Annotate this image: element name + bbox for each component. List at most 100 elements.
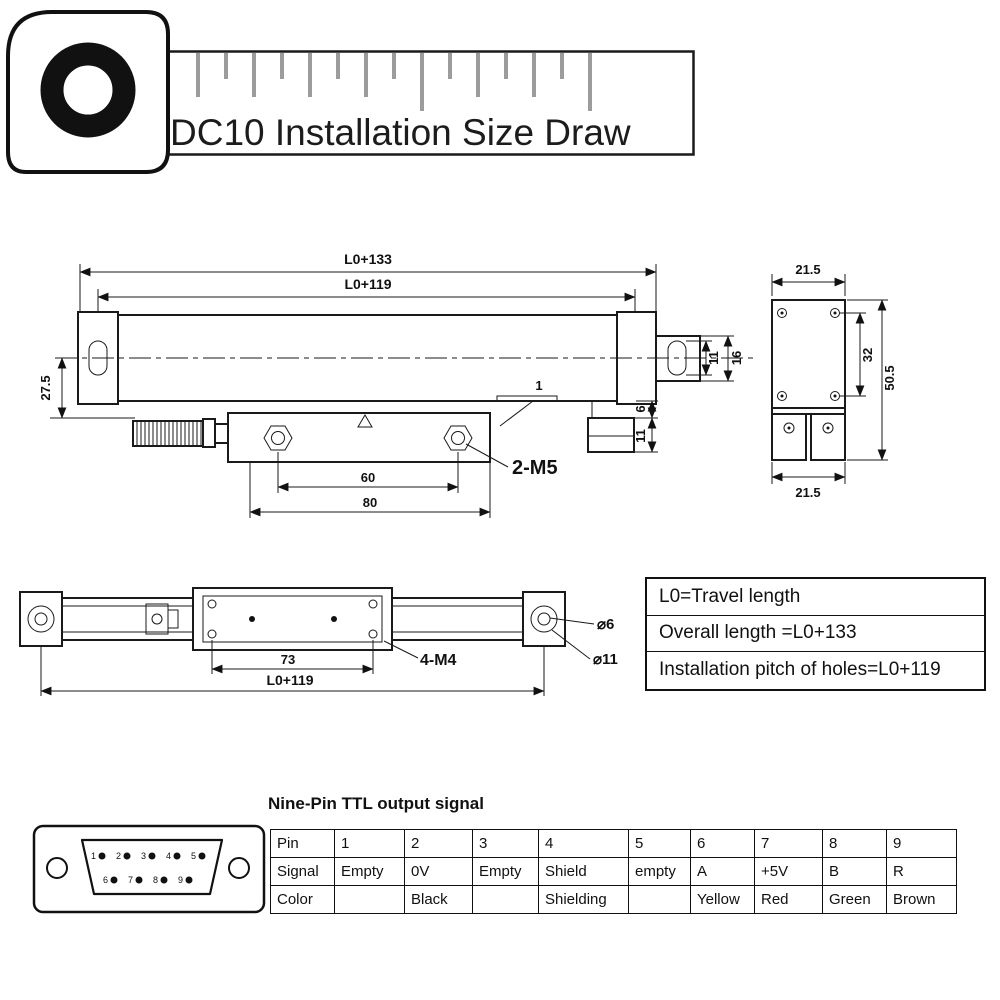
table-cell: Brown (886, 885, 957, 914)
svg-text:4-M4: 4-M4 (420, 652, 457, 669)
svg-text:27.5: 27.5 (38, 375, 53, 400)
notes-box: L0=Travel length Overall length =L0+133 … (645, 577, 986, 691)
connector-title: Nine-Pin TTL output signal (268, 794, 484, 813)
table-row-signal: Signal Empty 0V Empty Shield empty A +5V… (270, 857, 957, 886)
svg-text:8: 8 (153, 875, 158, 885)
dim-screw-spacing: 32 (840, 312, 875, 397)
svg-text:4: 4 (166, 851, 171, 861)
svg-text:1: 1 (91, 851, 96, 861)
table-cell: Color (270, 885, 335, 914)
dim-width-bottom: 21.5 (771, 462, 846, 500)
pin-table-wrap: Pin 1 2 3 4 5 6 7 8 9 Signal Empty 0V Em… (270, 829, 957, 914)
svg-text:6: 6 (633, 405, 648, 412)
svg-text:32: 32 (860, 348, 875, 362)
header-banner: DC10 Installation Size Draw (150, 50, 695, 156)
label-hole-diameters: ⌀6 ⌀11 (549, 616, 618, 668)
dim-hole-pitch: L0+119 (97, 276, 636, 338)
dim-head-length: 80 (249, 462, 491, 518)
table-cell: 6 (690, 829, 755, 858)
table-cell: Pin (270, 829, 335, 858)
pin-table: Pin 1 2 3 4 5 6 7 8 9 Signal Empty 0V Em… (270, 829, 957, 914)
table-cell: 8 (822, 829, 887, 858)
table-cell: 0V (404, 857, 473, 886)
end-view-drawing: 21.5 32 50.5 (771, 262, 897, 500)
svg-text:60: 60 (361, 470, 375, 485)
table-cell: Empty (334, 857, 405, 886)
side-view-drawing: L0+133 L0+119 11 (38, 251, 755, 518)
table-cell: 5 (628, 829, 691, 858)
svg-text:73: 73 (281, 652, 295, 667)
pins-bottom-row: 6 7 8 9 (103, 875, 193, 885)
svg-text:6: 6 (103, 875, 108, 885)
table-cell: Shield (538, 857, 629, 886)
table-cell: Yellow (690, 885, 755, 914)
svg-text:⌀11: ⌀11 (593, 651, 618, 668)
bolt-right (443, 425, 473, 451)
table-cell: Empty (472, 857, 539, 886)
bolt-left (263, 425, 293, 451)
svg-text:80: 80 (363, 495, 377, 510)
foot-left (771, 413, 807, 461)
table-cell: 1 (334, 829, 405, 858)
svg-text:11: 11 (706, 351, 721, 365)
db9-connector-icon: 1 2 3 4 5 6 7 8 9 (32, 824, 266, 914)
note-installation-pitch: Installation pitch of holes=L0+119 (659, 659, 941, 681)
foot-right (810, 413, 846, 461)
reference-mark-icon (357, 414, 373, 428)
svg-text:3: 3 (141, 851, 146, 861)
table-cell: empty (628, 857, 691, 886)
svg-text:7: 7 (128, 875, 133, 885)
table-row-pin: Pin 1 2 3 4 5 6 7 8 9 (270, 829, 957, 858)
svg-text:2: 2 (116, 851, 121, 861)
tape-measure-logo-icon (6, 10, 170, 174)
svg-text:L0+133: L0+133 (344, 251, 392, 267)
table-cell: A (690, 857, 755, 886)
label-head-holes: 4-M4 (383, 640, 457, 669)
svg-text:5: 5 (191, 851, 196, 861)
head-body (227, 412, 491, 463)
ruler-ticks-icon (196, 53, 592, 111)
table-cell: 9 (886, 829, 957, 858)
label-head-bolts: 2-M5 (465, 443, 558, 479)
table-cell (472, 885, 539, 914)
note-travel-length: L0=Travel length (647, 579, 984, 616)
table-row-color: Color Black Shielding Yellow Red Green B… (270, 885, 957, 914)
svg-text:1: 1 (535, 378, 542, 393)
table-cell: Signal (270, 857, 335, 886)
pins-top-row: 1 2 3 4 5 (91, 851, 206, 861)
table-cell: R (886, 857, 957, 886)
table-cell: +5V (754, 857, 823, 886)
table-cell: Red (754, 885, 823, 914)
table-cell: Black (404, 885, 473, 914)
svg-text:21.5: 21.5 (795, 485, 820, 500)
scale-body (55, 311, 755, 405)
dim-gap: 1 (499, 378, 557, 427)
table-cell: Shielding (538, 885, 629, 914)
table-cell: Green (822, 885, 887, 914)
dim-head-holes: 73 (211, 640, 374, 674)
end-body (771, 299, 846, 461)
svg-text:2-M5: 2-M5 (512, 457, 558, 479)
table-cell: 3 (472, 829, 539, 858)
table-cell: B (822, 857, 887, 886)
table-cell: 2 (404, 829, 473, 858)
svg-text:L0+119: L0+119 (266, 672, 313, 688)
left-end-cap (19, 591, 63, 647)
dim-pitch-top: L0+119 (40, 646, 545, 696)
table-cell: 4 (538, 829, 629, 858)
dim-width-top: 21.5 (771, 262, 846, 296)
dim-slot-height: 11 (686, 340, 721, 376)
dim-lug-height: 16 (700, 335, 744, 382)
table-cell: 7 (754, 829, 823, 858)
svg-text:21.5: 21.5 (795, 262, 820, 277)
note-overall-length: Overall length =L0+133 (647, 616, 984, 652)
dim-bolt-spacing: 60 (277, 452, 459, 493)
svg-text:50.5: 50.5 (882, 365, 897, 390)
dim-overall-height: 50.5 (847, 299, 897, 461)
table-cell (334, 885, 405, 914)
right-foot: 6 11 (587, 400, 658, 453)
svg-text:⌀6: ⌀6 (597, 616, 614, 633)
dim-overall-length: L0+133 (79, 251, 657, 338)
top-view-drawing: 4-M4 73 L0+119 ⌀6 ⌀11 (19, 587, 618, 696)
